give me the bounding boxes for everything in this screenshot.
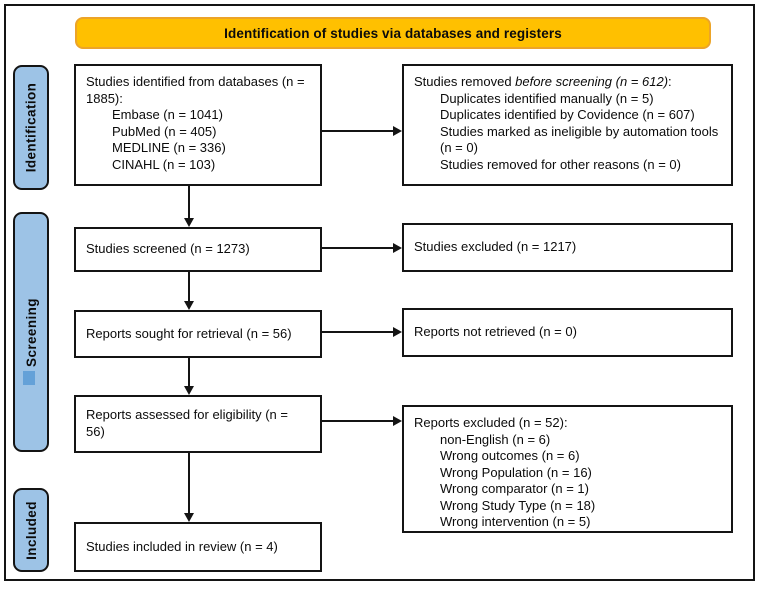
identified-item: Embase (n = 1041): [112, 107, 223, 122]
removed-item: Studies removed for other reasons (n = 0…: [440, 156, 681, 172]
box-reports-excluded: Reports excluded (n = 52): non-English (…: [402, 405, 733, 533]
banner: Identification of studies via databases …: [75, 17, 711, 49]
stage-label-identification: Identification: [13, 65, 49, 190]
box-reports-not-retrieved-text: Reports not retrieved (n = 0): [414, 324, 577, 340]
removed-heading-italic: before screening (n = 612): [515, 74, 669, 89]
stage-label-screening-text: Screening: [23, 297, 39, 367]
diagram-frame: [4, 4, 755, 581]
arrow-assessed-to-included: [184, 453, 194, 522]
reports-excluded-item: Wrong outcomes (n = 6): [440, 448, 580, 463]
reports-excluded-item: Wrong intervention (n = 5): [440, 514, 591, 529]
box-studies-identified: Studies identified from databases (n = 1…: [74, 64, 322, 186]
reports-excluded-item: Wrong Population (n = 16): [440, 464, 592, 480]
reports-excluded-item: Wrong comparator (n = 1): [440, 481, 589, 496]
reports-excluded-item: Wrong Study Type (n = 18): [440, 497, 596, 513]
box-reports-sought: Reports sought for retrieval (n = 56): [74, 310, 322, 358]
box-reports-assessed: Reports assessed for eligibility (n = 56…: [74, 395, 322, 453]
arrow-screened-to-sought: [184, 272, 194, 310]
removed-heading-suffix: :: [668, 74, 672, 89]
arrow-sought-to-assessed: [184, 358, 194, 395]
arrow-sought-to-not-retrieved: [322, 327, 402, 337]
stage-label-identification-text: Identification: [23, 82, 39, 173]
arrow-assessed-to-reports-excluded: [322, 416, 402, 426]
banner-title: Identification of studies via databases …: [224, 25, 562, 41]
stage-label-included: Included: [13, 488, 49, 572]
box-reports-not-retrieved: Reports not retrieved (n = 0): [402, 308, 733, 357]
box-studies-excluded: Studies excluded (n = 1217): [402, 223, 733, 272]
box-studies-excluded-text: Studies excluded (n = 1217): [414, 239, 577, 255]
box-reports-sought-text: Reports sought for retrieval (n = 56): [86, 325, 292, 341]
box-studies-identified-heading: Studies identified from databases (n = 1…: [86, 74, 305, 106]
highlight-artifact: [23, 371, 35, 385]
stage-label-screening: Screening: [13, 212, 49, 452]
removed-heading-prefix: Studies removed: [414, 74, 516, 89]
removed-item: Duplicates identified by Covidence (n = …: [440, 107, 695, 122]
reports-excluded-item: non-English (n = 6): [440, 431, 551, 447]
identified-item: CINAHL (n = 103): [112, 156, 216, 172]
box-studies-screened-text: Studies screened (n = 1273): [86, 241, 250, 257]
identified-item: PubMed (n = 405): [112, 123, 217, 139]
box-studies-screened: Studies screened (n = 1273): [74, 227, 322, 272]
box-studies-included-text: Studies included in review (n = 4): [86, 538, 278, 554]
arrow-screened-to-excluded: [322, 243, 402, 253]
arrow-identified-to-removed: [322, 126, 402, 136]
box-studies-removed-heading: Studies removed before screening (n = 61…: [414, 74, 721, 91]
box-reports-assessed-text: Reports assessed for eligibility (n = 56…: [86, 407, 288, 439]
box-reports-excluded-heading: Reports excluded (n = 52):: [414, 415, 568, 430]
box-studies-removed: Studies removed before screening (n = 61…: [402, 64, 733, 186]
stage-label-included-text: Included: [23, 500, 39, 560]
removed-item: Studies marked as ineligible by automati…: [440, 123, 719, 156]
box-studies-included: Studies included in review (n = 4): [74, 522, 322, 572]
arrow-identified-to-screened: [184, 186, 194, 227]
removed-item: Duplicates identified manually (n = 5): [440, 90, 654, 106]
identified-item: MEDLINE (n = 336): [112, 140, 226, 155]
